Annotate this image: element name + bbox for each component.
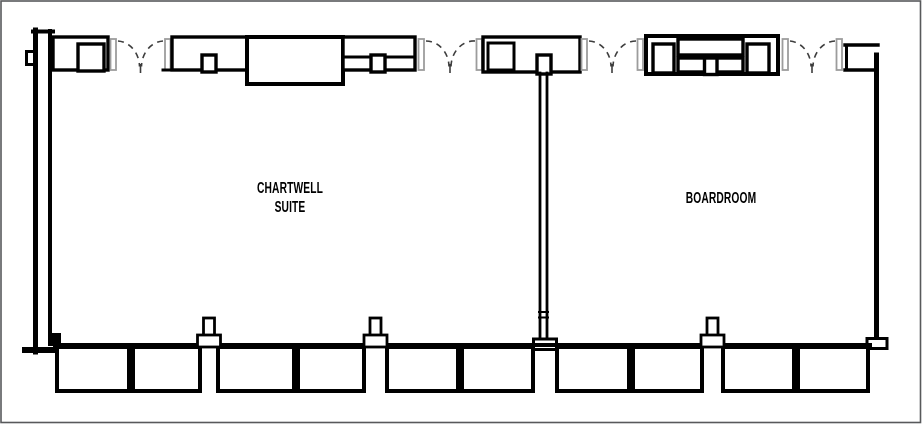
window-bay: [131, 345, 202, 393]
servery-counter: [161, 35, 417, 86]
window-bay: [460, 345, 535, 393]
door-swing-arc: [425, 40, 450, 67]
center-service-fixture: [481, 35, 582, 76]
door-swing-arc: [612, 40, 637, 67]
window-bay: [721, 345, 796, 393]
door-swing-arc: [140, 40, 164, 67]
door-swing-arc: [450, 40, 476, 67]
door-opening-3: [580, 38, 644, 73]
door-frame: [417, 38, 425, 71]
window-bay: [555, 345, 631, 393]
door-frame: [835, 38, 843, 71]
room-label-line: SUITE: [274, 198, 306, 216]
window-bay: [385, 345, 460, 393]
door-opening-1: [109, 38, 172, 73]
door-frame: [781, 38, 789, 71]
left-wall: [22, 27, 61, 355]
closet-fixture: [51, 35, 110, 73]
window-column-3: [699, 316, 726, 349]
window-bay: [796, 345, 870, 393]
window-bay: [55, 345, 131, 393]
door-frame: [636, 38, 644, 71]
room-label-line: BOARDROOM: [685, 190, 757, 207]
room-label-chartwell-suite: CHARTWELL SUITE: [220, 180, 361, 217]
window-bay: [216, 345, 296, 393]
credenza-fixture: [644, 34, 780, 77]
window-wall: [53, 316, 872, 393]
door-swing-arc: [812, 40, 836, 67]
window-bay: [296, 345, 366, 393]
door-swing-arc: [117, 40, 141, 67]
door-swing-arc: [789, 40, 812, 67]
room-label-boardroom: BOARDROOM: [651, 190, 792, 209]
window-column-2: [362, 316, 389, 349]
door-frame: [580, 38, 588, 71]
window-bay: [631, 345, 704, 393]
window-column-1: [196, 316, 222, 349]
door-opening-4: [781, 38, 843, 73]
door-frame: [109, 38, 117, 71]
door-frame: [475, 38, 483, 71]
wall-switch-fixture: [25, 50, 36, 66]
room-label-line: CHARTWELL: [257, 180, 323, 197]
door-swing-arc: [588, 40, 612, 67]
door-frame: [164, 38, 172, 71]
